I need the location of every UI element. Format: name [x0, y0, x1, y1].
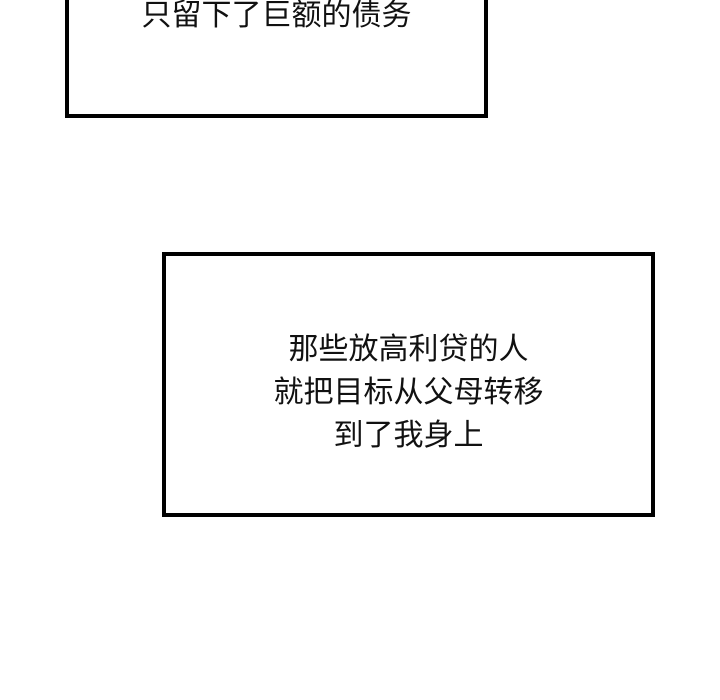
caption-line: 到了我身上 [333, 418, 484, 453]
caption-text: 那些放高利贷的人 就把目标从父母转移 到了我身上 [166, 328, 651, 457]
caption-line: 就把目标从父母转移 [273, 375, 544, 410]
speech-box-middle: 那些放高利贷的人 就把目标从父母转移 到了我身上 [162, 252, 655, 517]
speech-box-top: 只留下了巨额的债务 [65, 0, 488, 118]
caption-text: 只留下了巨额的债务 [69, 0, 484, 37]
caption-line: 那些放高利贷的人 [288, 332, 529, 367]
caption-line: 只留下了巨额的债务 [141, 0, 412, 33]
